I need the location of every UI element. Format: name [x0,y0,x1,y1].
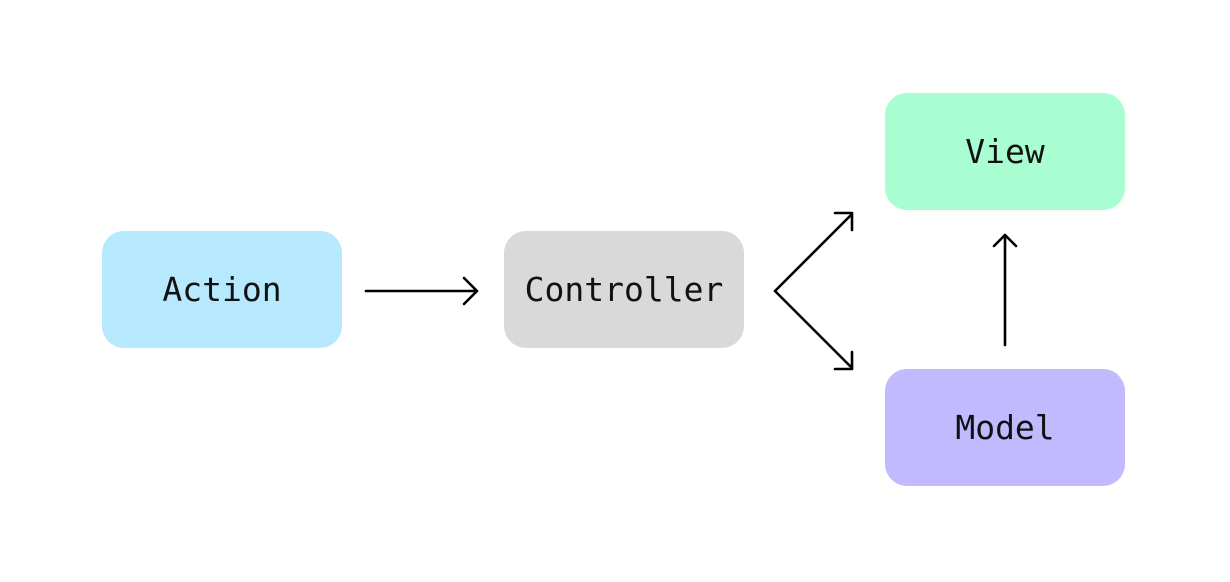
action-label: Action [162,270,282,309]
edge-controller-to-model [773,289,854,371]
controller-node: Controller [504,231,744,348]
model-label: Model [955,408,1055,447]
edge-controller-to-view [773,211,854,293]
view-label: View [965,132,1045,171]
action-node: Action [102,231,342,348]
model-node: Model [885,369,1125,486]
view-node: View [885,93,1125,210]
controller-label: Controller [524,270,724,309]
edge-model-to-view [992,233,1018,347]
edge-action-to-controller [364,276,479,306]
